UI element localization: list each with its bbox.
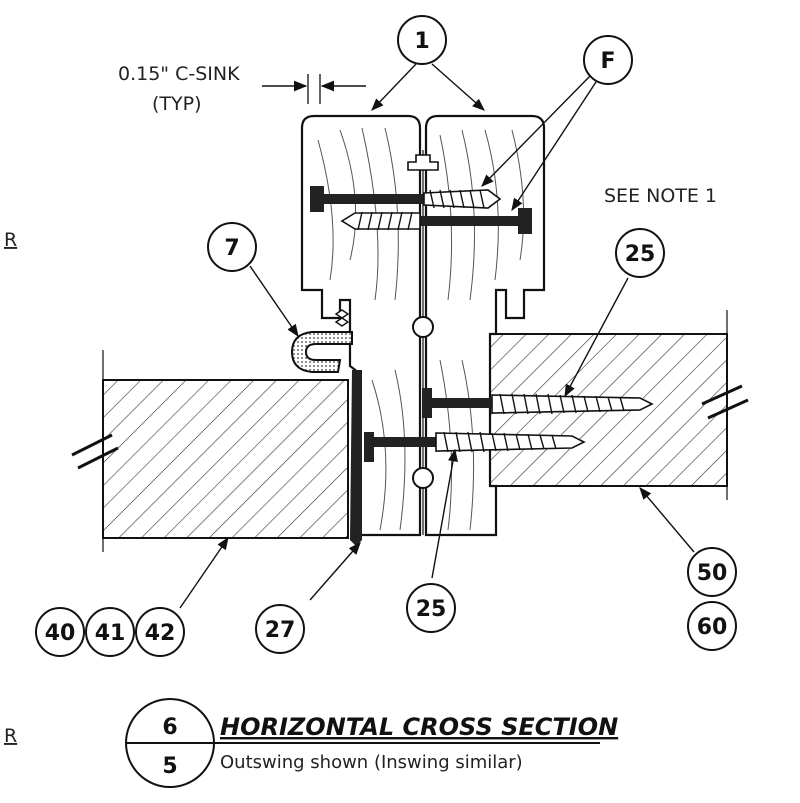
callout-25-bottom: 25 (406, 583, 456, 633)
margin-letter-top: R (4, 229, 17, 251)
callout-F: F (583, 35, 633, 85)
svg-text:25: 25 (416, 597, 447, 622)
svg-text:F: F (600, 49, 615, 74)
svg-text:40: 40 (45, 621, 76, 646)
callout-42: 42 (135, 607, 185, 657)
svg-text:60: 60 (697, 615, 728, 640)
dowel-hole-top (412, 316, 434, 338)
svg-text:41: 41 (95, 621, 126, 646)
svg-text:1: 1 (414, 29, 429, 54)
jamb-strip-27 (350, 370, 362, 546)
section-subtitle: Outswing shown (Inswing similar) (220, 752, 523, 773)
svg-text:42: 42 (145, 621, 176, 646)
screw-25-upper (422, 388, 654, 418)
callout-25-top: 25 (615, 228, 665, 278)
see-note-label: SEE NOTE 1 (604, 185, 717, 207)
section-title: HORIZONTAL CROSS SECTION (220, 713, 618, 741)
callout-40: 40 (35, 607, 85, 657)
dowel-hole-bottom (412, 467, 434, 489)
csink-dimension (262, 74, 366, 104)
csink-label: 0.15" C-SINK (118, 63, 240, 85)
left-jamb-panel (71, 350, 349, 552)
svg-text:7: 7 (224, 236, 239, 261)
csink-typ-label: (TYP) (152, 93, 202, 115)
screw-upper-left (310, 186, 502, 212)
svg-text:50: 50 (697, 561, 728, 586)
svg-text:25: 25 (625, 242, 656, 267)
weatherstrip-seal (290, 331, 353, 373)
screw-upper-right (340, 208, 532, 234)
leader-lines (179, 63, 695, 609)
callout-1: 1 (397, 15, 447, 65)
svg-text:27: 27 (265, 618, 296, 643)
top-pin-icon (407, 154, 439, 171)
detail-title-block: 6 5 HORIZONTAL CROSS SECTION Outswing sh… (125, 698, 618, 788)
detail-number: 6 (162, 715, 177, 740)
screw-25-lower (364, 431, 586, 462)
callout-27: 27 (255, 604, 305, 654)
callout-7: 7 (207, 222, 257, 272)
sheet-number: 5 (162, 754, 177, 779)
callout-50: 50 (687, 547, 737, 597)
callout-41: 41 (85, 607, 135, 657)
weatherstrip-clip (334, 309, 350, 327)
margin-letter-bottom: R (4, 725, 17, 747)
callout-60: 60 (687, 601, 737, 651)
